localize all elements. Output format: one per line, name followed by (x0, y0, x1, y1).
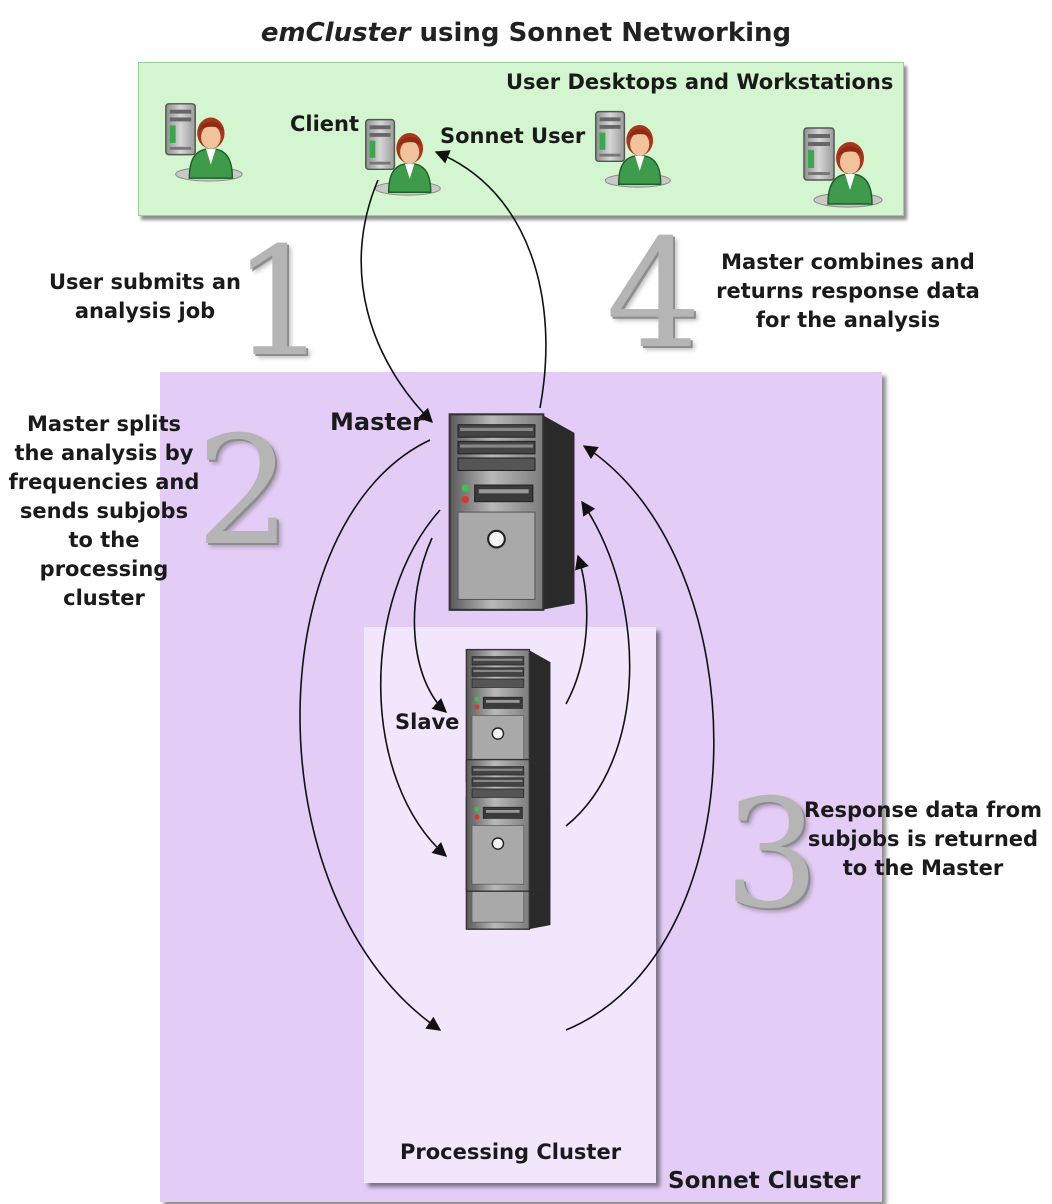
processing-cluster-label: Processing Cluster (400, 1140, 622, 1164)
title-italic: emCluster (260, 18, 411, 48)
subjob-arrow-3 (299, 439, 442, 1031)
subjob-arrow-1 (413, 537, 448, 713)
step-4-numeral: 4 (606, 208, 702, 382)
user-workstation-icon (803, 127, 883, 208)
step-3-caption: Response data from subjobs is returned t… (804, 798, 1042, 880)
slave-server-icon (465, 758, 552, 892)
subjob-arrow-2 (379, 509, 448, 857)
sonnet-user-workstation-icon (595, 110, 671, 188)
submit-job-arrow (360, 179, 434, 424)
step-1-caption: User submits an analysis job (49, 270, 241, 323)
sonnet-cluster-label: Sonnet Cluster (668, 1168, 861, 1194)
sonnet-user-label: Sonnet User (440, 124, 586, 148)
return-response-arrow (434, 150, 547, 409)
master-server-icon (448, 413, 576, 611)
user-workstation-icon (165, 103, 243, 182)
response-arrow-1 (565, 554, 589, 705)
step-3-numeral: 3 (724, 768, 820, 942)
step-4-caption: Master combines and returns response dat… (716, 250, 980, 332)
slave-label: Slave (395, 710, 460, 734)
master-label: Master (330, 408, 424, 436)
client-label: Client (290, 112, 360, 136)
step-1-numeral: 1 (232, 216, 328, 390)
desktops-heading: User Desktops and Workstations (506, 70, 894, 94)
step-2-caption: Master splits the analysis by frequencie… (8, 412, 200, 610)
title-rest: using Sonnet Networking (419, 18, 792, 48)
step-2-numeral: 2 (196, 405, 292, 579)
response-arrow-3 (565, 445, 715, 1031)
response-arrow-2 (565, 500, 631, 827)
diagram-title: emCluster using Sonnet Networking (0, 18, 1052, 48)
user-desktops-panel (138, 62, 904, 216)
